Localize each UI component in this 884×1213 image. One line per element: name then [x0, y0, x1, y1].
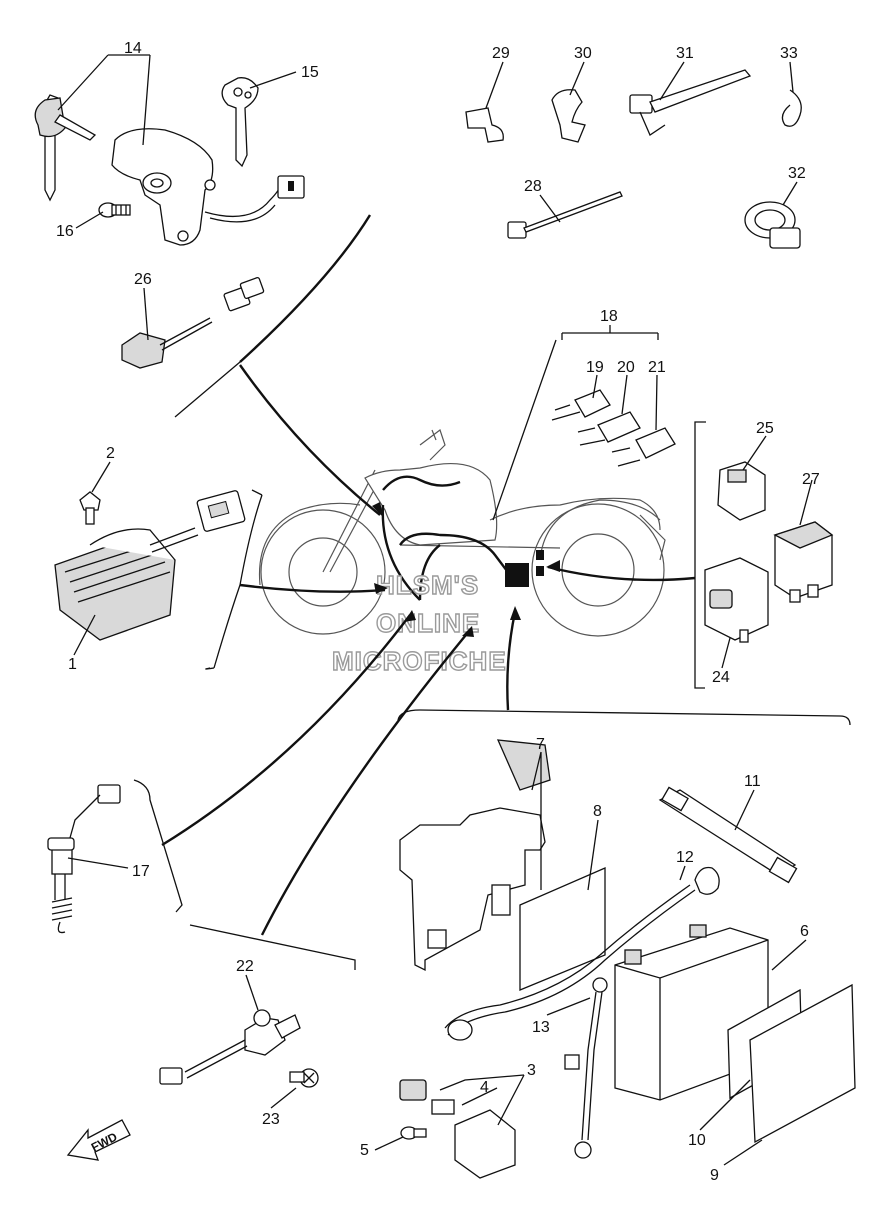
label-6: 6 — [800, 923, 809, 940]
watermark: HLSM'S ONLINE MICROFICHE — [331, 569, 507, 676]
label-30: 30 — [574, 45, 592, 62]
label-23: 23 — [262, 1111, 280, 1128]
lead-wire-26 — [121, 276, 265, 369]
label-leaders — [57, 54, 813, 1166]
label-21: 21 — [648, 359, 666, 376]
label-13: 13 — [532, 1019, 550, 1036]
label-33: 33 — [780, 45, 798, 62]
callout-lines — [133, 214, 851, 970]
label-12: 12 — [676, 849, 694, 866]
label-26: 26 — [134, 271, 152, 288]
label-19: 19 — [586, 359, 604, 376]
sidestand-switch — [159, 1009, 319, 1088]
fwd-arrow-icon: FWD — [66, 1119, 131, 1161]
rectifier-regulator — [54, 490, 246, 641]
fuse-set — [551, 389, 676, 467]
motorcycle-silhouette — [258, 429, 666, 637]
label-28: 28 — [524, 178, 542, 195]
label-4: 4 — [480, 1079, 489, 1096]
label-14: 14 — [124, 40, 142, 57]
main-switch-assembly — [34, 77, 305, 246]
label-15: 15 — [301, 64, 319, 81]
label-7: 7 — [536, 736, 545, 753]
label-18: 18 — [600, 308, 618, 325]
label-2: 2 — [106, 445, 115, 462]
label-31: 31 — [676, 45, 694, 62]
relay-group — [704, 461, 834, 643]
label-25: 25 — [756, 420, 774, 437]
label-16: 16 — [56, 223, 74, 240]
battery-group — [399, 739, 856, 1179]
label-1: 1 — [68, 656, 77, 673]
label-3: 3 — [527, 1062, 536, 1079]
label-32: 32 — [788, 165, 806, 182]
label-5: 5 — [360, 1142, 369, 1159]
label-17: 17 — [132, 863, 150, 880]
label-22: 22 — [236, 958, 254, 975]
part-number-labels: 14 15 16 26 2 1 29 30 31 33 32 28 18 19 … — [56, 40, 820, 1184]
watermark-line-2: ONLINE — [376, 608, 480, 638]
label-9: 9 — [710, 1167, 719, 1184]
clamps-and-bands — [465, 69, 802, 249]
label-24: 24 — [712, 669, 730, 686]
watermark-line-1: HLSM'S — [376, 570, 479, 600]
watermark-line-3: MICROFICHE — [332, 646, 507, 676]
label-8: 8 — [593, 803, 602, 820]
label-20: 20 — [617, 359, 635, 376]
label-11: 11 — [744, 773, 761, 790]
label-27: 27 — [802, 471, 820, 488]
neutral-switch — [47, 784, 121, 934]
label-10: 10 — [688, 1132, 706, 1149]
label-29: 29 — [492, 45, 510, 62]
